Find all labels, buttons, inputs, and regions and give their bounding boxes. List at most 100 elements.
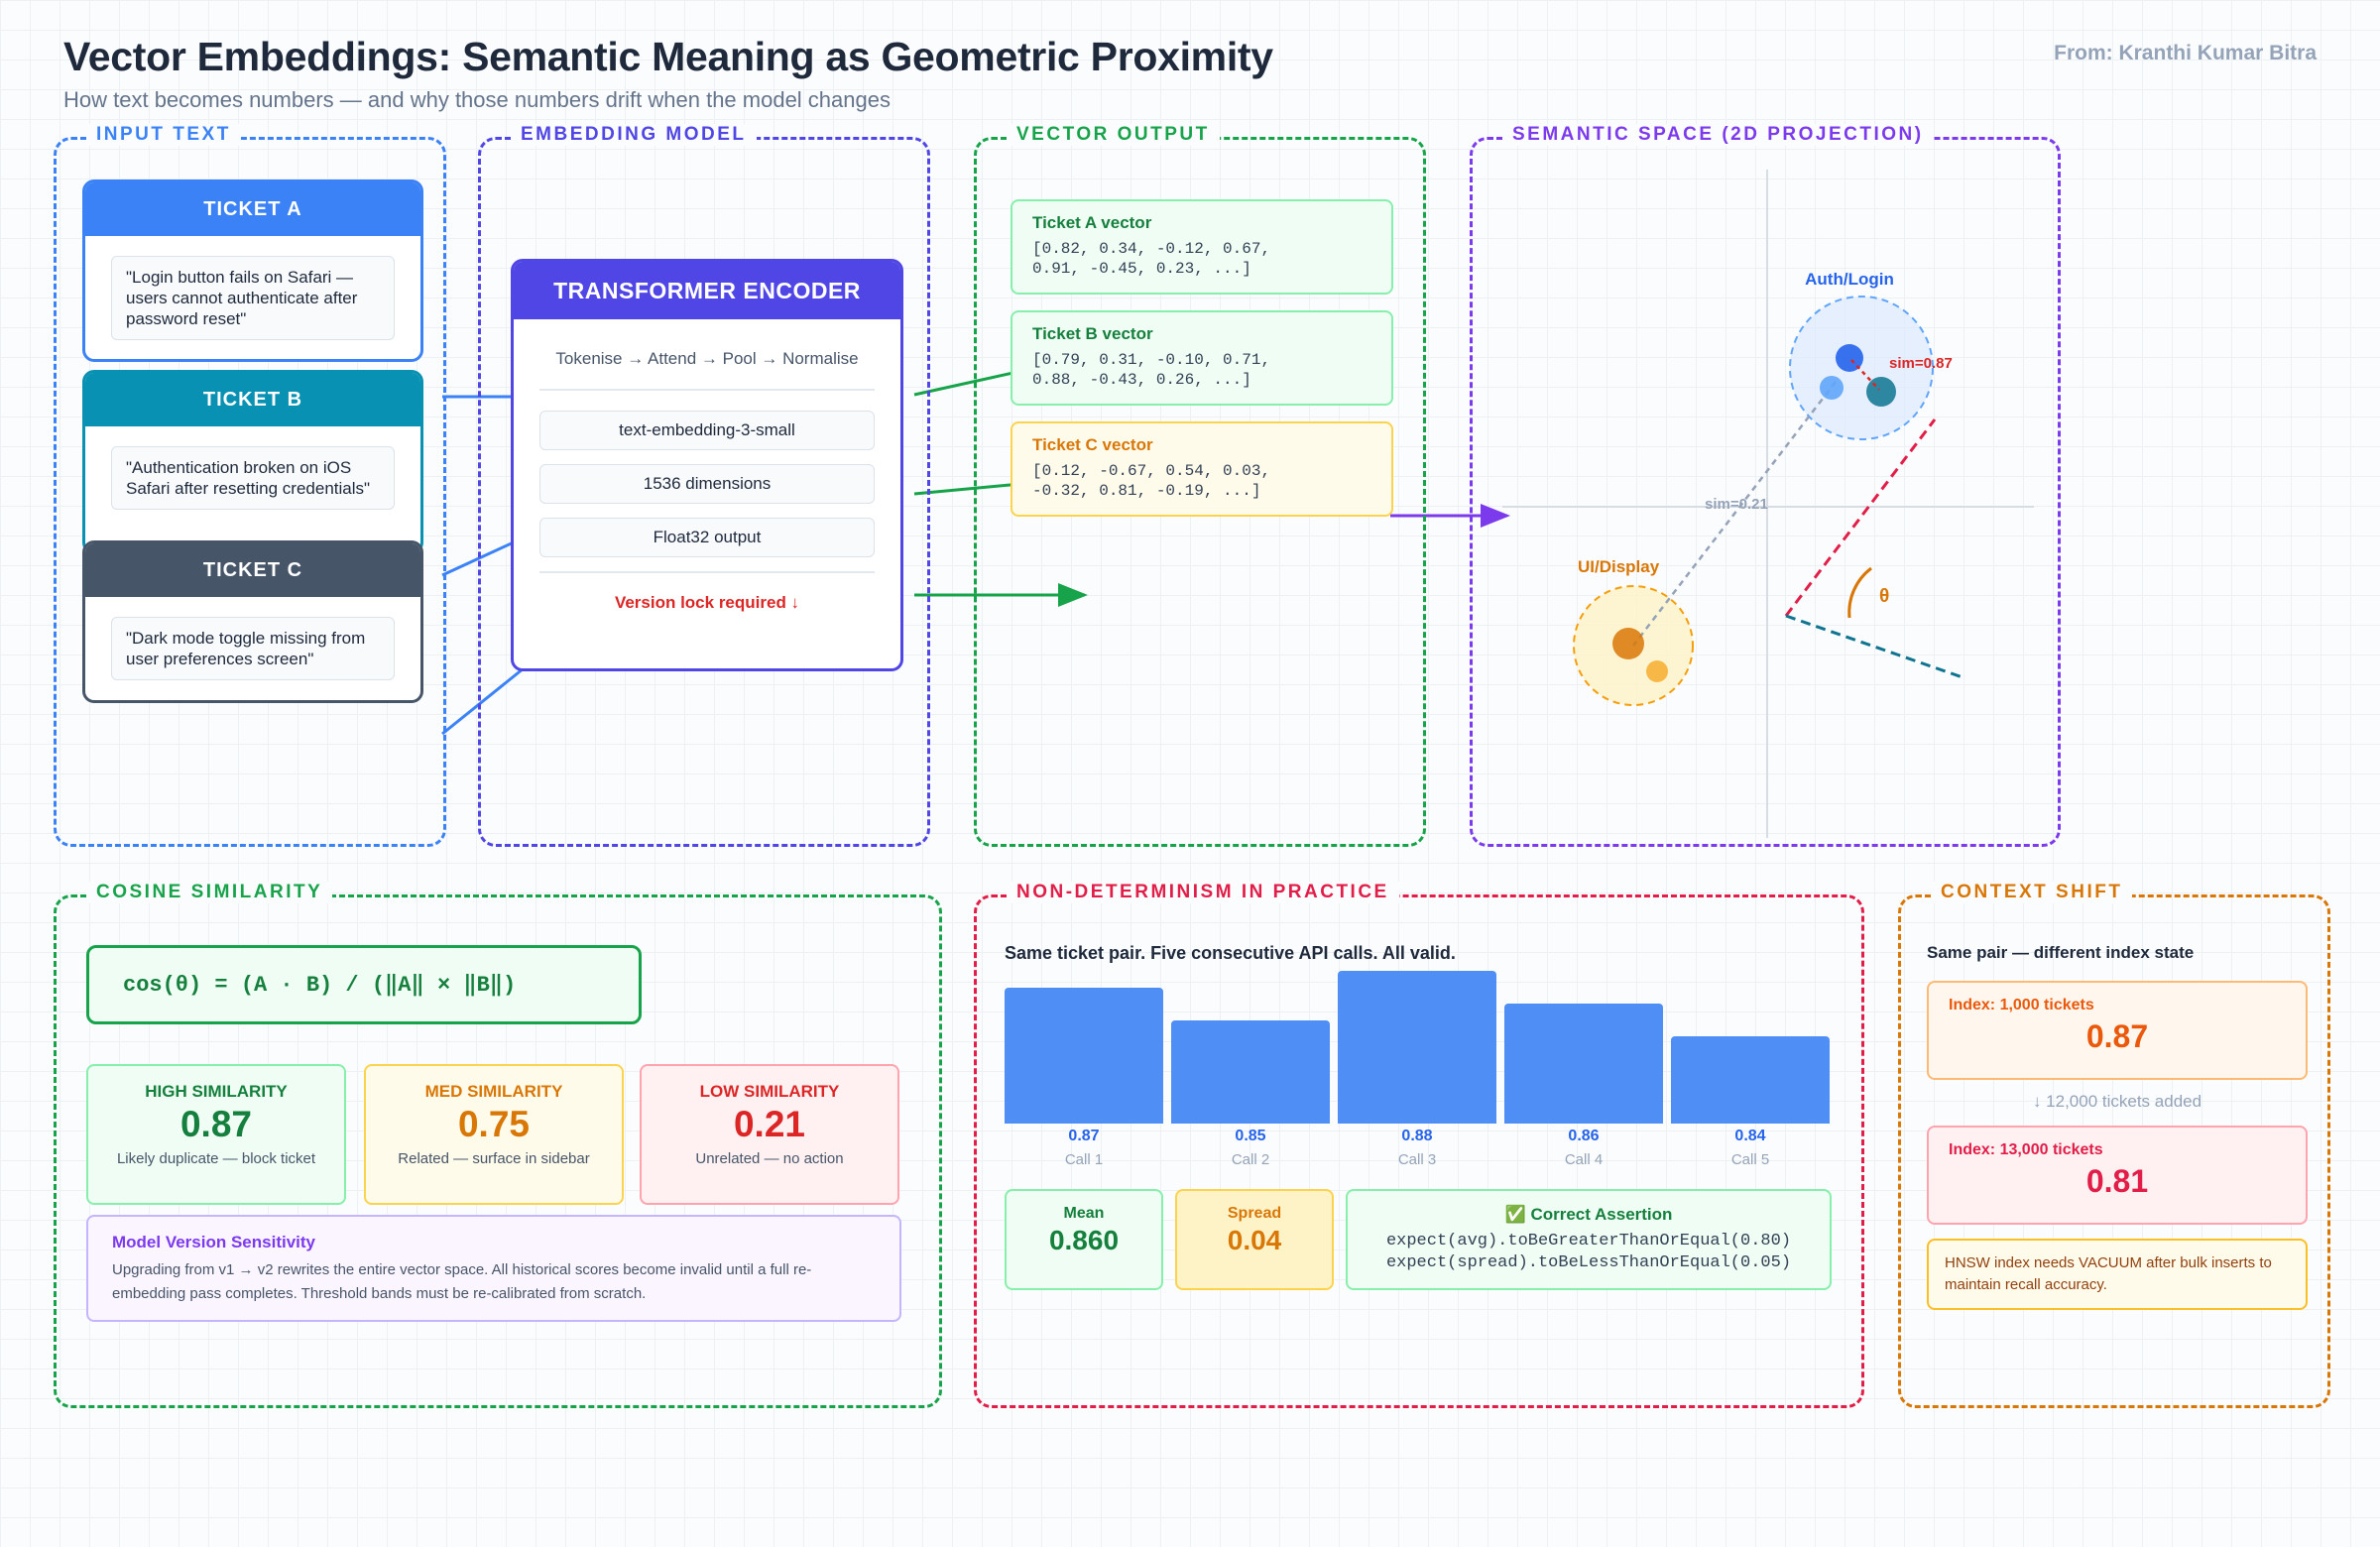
angle-label: θ xyxy=(1879,586,1889,607)
auth-cluster-label: Auth/Login xyxy=(1805,270,1894,289)
ticket-a-text: "Login button fails on Safari — users ca… xyxy=(111,256,395,340)
cosine-similarity-panel: COSINE SIMILARITY cos(θ) = (A · B) / (‖A… xyxy=(54,882,942,1408)
encoder-steps: Tokenise → Attend → Pool → Normalise xyxy=(555,349,859,368)
ticket-a-title: TICKET A xyxy=(85,182,420,236)
low-similarity-line xyxy=(1632,381,1837,647)
high-similarity-line xyxy=(1850,359,1880,391)
mean-value: 0.860 xyxy=(1048,1225,1120,1255)
dimensions-chip: 1536 dimensions xyxy=(539,464,875,504)
api-call-label: Call 1 xyxy=(1064,1151,1104,1168)
output-format-chip: Float32 output xyxy=(539,518,875,557)
similarity-description: Unrelated — no action xyxy=(695,1150,844,1167)
api-call-bar xyxy=(1005,987,1163,1124)
non-determinism-heading: Same ticket pair. Five consecutive API c… xyxy=(1005,943,1456,963)
transformer-encoder: TRANSFORMER ENCODER Tokenise → Attend → … xyxy=(511,259,903,671)
mean-label: Mean xyxy=(1063,1205,1105,1222)
assertion-title: ✅ Correct Assertion xyxy=(1504,1205,1673,1224)
ticket-b-point xyxy=(1866,377,1896,407)
index-before-card: Index: 1,000 tickets 0.87 xyxy=(1927,981,2308,1080)
high-similarity-label: sim=0.87 xyxy=(1889,355,1953,372)
api-call-value: 0.88 xyxy=(1401,1128,1433,1144)
ticket-c-point xyxy=(1612,628,1644,659)
index-after-label: Index: 13,000 tickets xyxy=(1949,1141,2103,1158)
ticket-a-point xyxy=(1836,344,1863,372)
spread-stat: Spread 0.04 xyxy=(1175,1189,1334,1290)
spread-label: Spread xyxy=(1227,1205,1282,1222)
input-text-label: INPUT TEXT xyxy=(86,124,241,146)
author-credit: From: Kranthi Kumar Bitra xyxy=(2054,42,2317,64)
similarity-label: LOW SIMILARITY xyxy=(699,1082,840,1101)
api-call-label: Call 2 xyxy=(1231,1151,1270,1168)
assertion-line-1: expect(avg).toBeGreaterThanOrEqual(0.80) xyxy=(1385,1232,1792,1250)
encoder-divider xyxy=(539,389,875,391)
cosine-formula: cos(θ) = (A · B) / (‖A‖ × ‖B‖) xyxy=(86,945,642,1024)
vector-output-panel: VECTOR OUTPUT Ticket A vector [0.82, 0.3… xyxy=(974,124,1426,847)
spread-value: 0.04 xyxy=(1227,1225,1282,1255)
context-shift-panel: CONTEXT SHIFT Same pair — different inde… xyxy=(1898,882,2330,1408)
vector-output-label: VECTOR OUTPUT xyxy=(1007,124,1220,146)
page-subtitle: How text becomes numbers — and why those… xyxy=(63,87,891,112)
ticket-a-card: TICKET A "Login button fails on Safari —… xyxy=(82,179,423,362)
similarity-description: Likely duplicate — block ticket xyxy=(116,1150,316,1167)
assertion-line-2: expect(spread).toBeLessThanOrEqual(0.05) xyxy=(1385,1253,1792,1272)
api-call-value: 0.87 xyxy=(1068,1128,1100,1144)
api-call-label: Call 3 xyxy=(1397,1151,1437,1168)
hnsw-vacuum-note: HNSW index needs VACUUM after bulk inser… xyxy=(1927,1239,2308,1310)
vector-values: [0.12, -0.67, 0.54, 0.03, -0.32, 0.81, -… xyxy=(1032,462,1271,500)
input-text-panel: INPUT TEXT TICKET A "Login button fails … xyxy=(54,124,446,847)
context-heading: Same pair — different index state xyxy=(1927,943,2195,962)
similarity-label: MED SIMILARITY xyxy=(424,1082,563,1101)
index-after-card: Index: 13,000 tickets 0.81 xyxy=(1927,1126,2308,1225)
ticket-c-text: "Dark mode toggle missing from user pref… xyxy=(111,617,395,680)
similarity-description: Related — surface in sidebar xyxy=(398,1150,590,1167)
cosine-similarity-label: COSINE SIMILARITY xyxy=(86,882,333,903)
ticket-a-vector: Ticket A vector [0.82, 0.34, -0.12, 0.67… xyxy=(1011,199,1393,295)
model-name-chip: text-embedding-3-small xyxy=(539,411,875,450)
mean-stat: Mean 0.860 xyxy=(1005,1189,1163,1290)
api-call-label: Call 4 xyxy=(1564,1151,1604,1168)
api-call-bar xyxy=(1504,1004,1663,1124)
version-lock-note: Version lock required ↓ xyxy=(614,593,800,612)
ticket-c-title: TICKET C xyxy=(85,543,420,597)
page-title: Vector Embeddings: Semantic Meaning as G… xyxy=(63,34,1273,79)
index-after-value: 0.81 xyxy=(2085,1163,2149,1199)
ticket-b-title: TICKET B xyxy=(85,373,420,426)
vector-title: Ticket B vector xyxy=(1032,324,1153,343)
vector-ray-b xyxy=(1785,614,1964,679)
vector-title: Ticket C vector xyxy=(1032,435,1153,454)
api-call-bar xyxy=(1338,971,1496,1124)
vector-values: [0.79, 0.31, -0.10, 0.71, 0.88, -0.43, 0… xyxy=(1032,351,1271,389)
encoder-title: TRANSFORMER ENCODER xyxy=(514,262,900,319)
api-call-label: Call 5 xyxy=(1730,1151,1770,1168)
api-call-value: 0.84 xyxy=(1734,1128,1766,1144)
semantic-space-panel: SEMANTIC SPACE (2D PROJECTION) Auth/Logi… xyxy=(1470,124,2061,847)
ticket-b-text: "Authentication broken on iOS Safari aft… xyxy=(111,446,395,510)
vector-values: [0.82, 0.34, -0.12, 0.67, 0.91, -0.45, 0… xyxy=(1032,240,1271,278)
sensitivity-title: Model Version Sensitivity xyxy=(112,1233,316,1251)
assertion-code: expect(avg).toBeGreaterThanOrEqual(0.80)… xyxy=(1348,1231,1830,1274)
context-shift-label: CONTEXT SHIFT xyxy=(1931,882,2133,903)
ticket-c-vector: Ticket C vector [0.12, -0.67, 0.54, 0.03… xyxy=(1011,421,1393,517)
model-version-sensitivity: Model Version Sensitivity Upgrading from… xyxy=(86,1215,901,1322)
api-call-value: 0.85 xyxy=(1235,1128,1266,1144)
high-similarity-card: HIGH SIMILARITY 0.87 Likely duplicate — … xyxy=(86,1064,346,1205)
correct-assertion-box: ✅ Correct Assertion expect(avg).toBeGrea… xyxy=(1346,1189,1832,1290)
vector-ray-a xyxy=(1784,418,1937,617)
tickets-added-note: ↓ 12,000 tickets added xyxy=(2032,1092,2202,1111)
sensitivity-text: Upgrading from v1 → v2 rewrites the enti… xyxy=(112,1261,812,1302)
index-before-label: Index: 1,000 tickets xyxy=(1949,997,2094,1013)
vector-title: Ticket A vector xyxy=(1032,213,1152,232)
medium-similarity-card: MED SIMILARITY 0.75 Related — surface in… xyxy=(364,1064,624,1205)
api-call-bar xyxy=(1671,1036,1830,1124)
ticket-b-vector: Ticket B vector [0.79, 0.31, -0.10, 0.71… xyxy=(1011,310,1393,406)
embedding-model-panel: EMBEDDING MODEL TRANSFORMER ENCODER Toke… xyxy=(478,124,930,847)
embedding-model-label: EMBEDDING MODEL xyxy=(511,124,757,146)
ticket-b-card: TICKET B "Authentication broken on iOS S… xyxy=(82,370,423,554)
semantic-space-label: SEMANTIC SPACE (2D PROJECTION) xyxy=(1502,124,1934,146)
semantic-space-plot: Auth/Login UI/Display sim=0.87 sim=0.21 … xyxy=(1502,170,2034,838)
angle-arc xyxy=(1847,566,1872,619)
similarity-value: 0.87 xyxy=(179,1104,252,1144)
non-determinism-panel: NON-DETERMINISM IN PRACTICE Same ticket … xyxy=(974,882,1864,1408)
low-similarity-label: sim=0.21 xyxy=(1705,496,1768,513)
